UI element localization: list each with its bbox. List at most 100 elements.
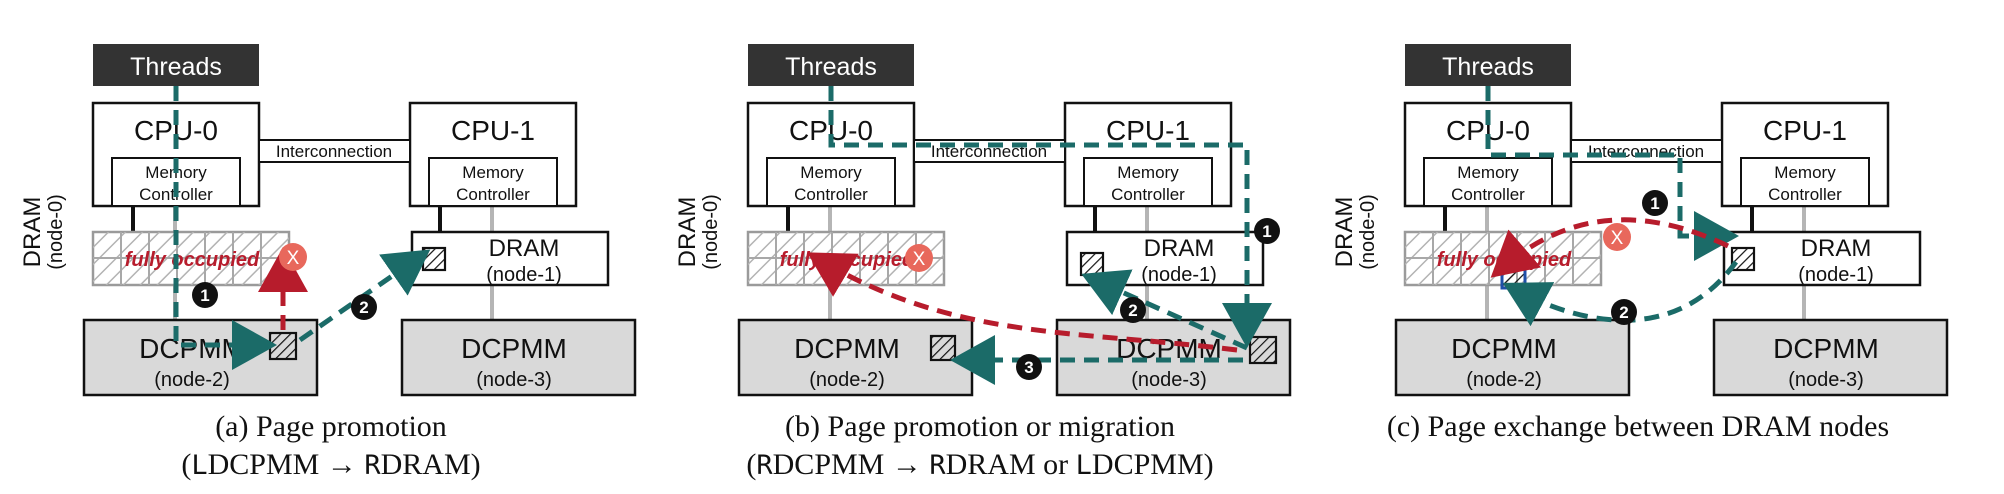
node2-label: (node-2) <box>154 369 230 391</box>
dram-node0-label: DRAM(node-0) <box>19 194 67 270</box>
step2-badge-a-num: 2 <box>359 298 368 317</box>
dram-node0-label: DRAM(node-0) <box>674 194 722 270</box>
caption-b: (b) Page promotion or migration (RDCPMM … <box>700 408 1260 485</box>
node0-label-text: (node-0) <box>700 194 722 270</box>
dram-node1-label: DRAM <box>1801 235 1872 262</box>
threads-box <box>748 44 914 86</box>
threads-box <box>1405 44 1571 86</box>
cpu1-label: CPU-1 <box>451 115 535 146</box>
dcpmm-node3-box <box>1712 318 1949 397</box>
mc1-label-2: Controller <box>1111 185 1185 204</box>
step2-badge-b: 2 <box>1120 297 1146 323</box>
step1-badge-b: 1 <box>1254 218 1280 244</box>
dram-node1-label: DRAM <box>489 235 560 262</box>
caption-c: (c) Page exchange between DRAM nodes <box>1358 408 1918 446</box>
caption-b-line2: (RDCPMM → RDRAM or LDCPMM) <box>746 448 1214 481</box>
x-mark-c: X <box>1603 223 1631 251</box>
caption-a-line1: (a) Page promotion <box>215 410 447 443</box>
node1-label: (node-1) <box>486 264 562 286</box>
mc1-label-1: Memory <box>1117 163 1179 182</box>
dcpmm-node2-label: DCPMM <box>1451 333 1557 364</box>
dcpmm-node3-box <box>400 318 637 397</box>
page-dram-node1 <box>421 246 447 272</box>
path-blocked-promotion <box>807 252 1238 353</box>
page-exchanged-dram0 <box>1500 263 1527 290</box>
page-dcpmm-node2 <box>268 331 298 361</box>
memory-controller-0 <box>1423 157 1553 207</box>
node1-label: (node-1) <box>1798 264 1874 286</box>
mc1-label-1: Memory <box>462 163 524 182</box>
x-mark-a-label: X <box>287 248 300 269</box>
interconnection-link <box>258 139 411 163</box>
step1-badge-a: 1 <box>192 282 218 308</box>
caption-c-line1: (c) Page exchange between DRAM nodes <box>1386 410 1890 443</box>
node2-label: (node-2) <box>1466 369 1542 391</box>
dcpmm-node3-label: DCPMM <box>1773 333 1879 364</box>
mc0-label-2: Controller <box>1451 185 1525 204</box>
x-mark-a: X <box>279 243 307 271</box>
x-mark-c-label: X <box>1611 228 1624 249</box>
step1-badge-b-num: 1 <box>1262 222 1271 241</box>
memory-controller-1 <box>1740 157 1870 207</box>
memory-controller-1 <box>1083 157 1213 207</box>
path-blocked-exchange <box>1490 217 1730 278</box>
dram-node0-label: DRAM(node-0) <box>1331 194 1379 270</box>
page-dram-node1 <box>1079 251 1105 277</box>
threads-label: Threads <box>130 53 222 81</box>
x-mark-b-label: X <box>913 249 926 270</box>
dram-node1-box <box>1722 230 1922 287</box>
interconnection-label: Interconnection <box>1588 142 1704 161</box>
dram-node0-label-text: DRAM <box>19 197 46 268</box>
step2-badge-a: 2 <box>351 294 377 320</box>
fully-occupied-label: fully occupied <box>780 249 915 271</box>
dcpmm-node2-box <box>1394 318 1631 397</box>
panel-b: DRAM(node-0)ThreadsCPU-0MemoryController… <box>674 44 1292 397</box>
dram-node1-label: DRAM <box>1144 235 1215 262</box>
step2-badge-c-num: 2 <box>1619 303 1628 322</box>
mc0-label-2: Controller <box>794 185 868 204</box>
step1-badge-c: 1 <box>1642 190 1668 216</box>
threads-label: Threads <box>785 53 877 81</box>
mc1-label-1: Memory <box>1774 163 1836 182</box>
node3-label: (node-3) <box>1788 369 1864 391</box>
threads-box <box>93 44 259 86</box>
dcpmm-node2-label: DCPMM <box>139 333 245 364</box>
caption-a: (a) Page promotion (LDCPMM → RDRAM) <box>51 408 611 485</box>
path-thread-access <box>828 86 1272 348</box>
mc0-label-1: Memory <box>800 163 862 182</box>
mc1-label-2: Controller <box>1768 185 1842 204</box>
node3-label: (node-3) <box>476 369 552 391</box>
dcpmm-node3-label: DCPMM <box>461 333 567 364</box>
step3-badge-b: 3 <box>1016 354 1042 380</box>
step1-badge-a-num: 1 <box>200 286 209 305</box>
x-mark-b: X <box>905 244 933 272</box>
threads-label: Threads <box>1442 53 1534 81</box>
fully-occupied-label: fully occupied <box>125 249 260 271</box>
step3-badge-b-num: 3 <box>1024 358 1033 377</box>
cpu1-label: CPU-1 <box>1106 115 1190 146</box>
step2-badge-b-num: 2 <box>1128 301 1137 320</box>
memory-controller-1 <box>428 157 558 207</box>
step2-badge-c: 2 <box>1611 299 1637 325</box>
path-thread-access <box>173 86 277 370</box>
dcpmm-node2-label: DCPMM <box>794 333 900 364</box>
node2-label: (node-2) <box>809 369 885 391</box>
node0-label-text: (node-0) <box>1357 194 1379 270</box>
node0-label-text: (node-0) <box>45 194 67 270</box>
step1-badge-c-num: 1 <box>1650 194 1659 213</box>
node1-label: (node-1) <box>1141 264 1217 286</box>
page-dcpmm-node3 <box>1248 335 1278 365</box>
interconnection-label: Interconnection <box>276 142 392 161</box>
panel-a: DRAM(node-0)ThreadsCPU-0MemoryController… <box>19 44 637 397</box>
path-promote-to-dram1 <box>1081 269 1249 351</box>
cpu1-label: CPU-1 <box>1763 115 1847 146</box>
panel-c: DRAM(node-0)ThreadsCPU-0MemoryController… <box>1331 44 1949 397</box>
node3-label: (node-3) <box>1131 369 1207 391</box>
mc1-label-2: Controller <box>456 185 530 204</box>
dram-node0-label-text: DRAM <box>674 197 701 268</box>
memory-controller-0 <box>766 157 896 207</box>
mc0-label-1: Memory <box>1457 163 1519 182</box>
caption-a-line2: (LDCPMM → RDRAM) <box>181 448 481 481</box>
page-dcpmm-node2 <box>929 334 957 362</box>
